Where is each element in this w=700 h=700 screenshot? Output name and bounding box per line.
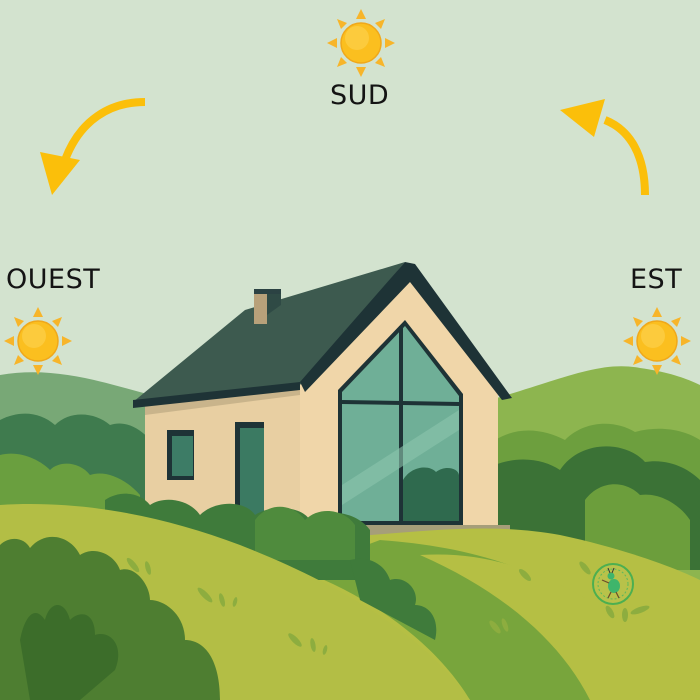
bush-front-left-dark: [20, 605, 119, 700]
sun-icon: [623, 307, 691, 375]
curved-arrow-north-icon: [560, 99, 649, 196]
direction-label-east: EST: [630, 264, 683, 295]
sun-icon: [4, 307, 72, 375]
bush-front-right: [255, 506, 355, 560]
lawn-center: [420, 554, 700, 700]
direction-label-west: OUEST: [6, 264, 101, 295]
glass-bush-reflection: [403, 467, 459, 521]
direction-label-south: SUD: [330, 80, 390, 111]
grasshopper-badge-icon: [592, 563, 634, 605]
chimney: [254, 291, 267, 324]
curved-arrow-west-icon: [40, 98, 146, 195]
house-roof: [133, 262, 405, 402]
sun-icon: [327, 9, 395, 77]
glass-reflection: [342, 410, 459, 505]
house: [133, 262, 512, 538]
house-roof-edge: [133, 382, 300, 408]
grass-tufts: [126, 557, 650, 655]
bush-path-edge: [350, 558, 437, 640]
chimney-cap: [254, 289, 281, 294]
